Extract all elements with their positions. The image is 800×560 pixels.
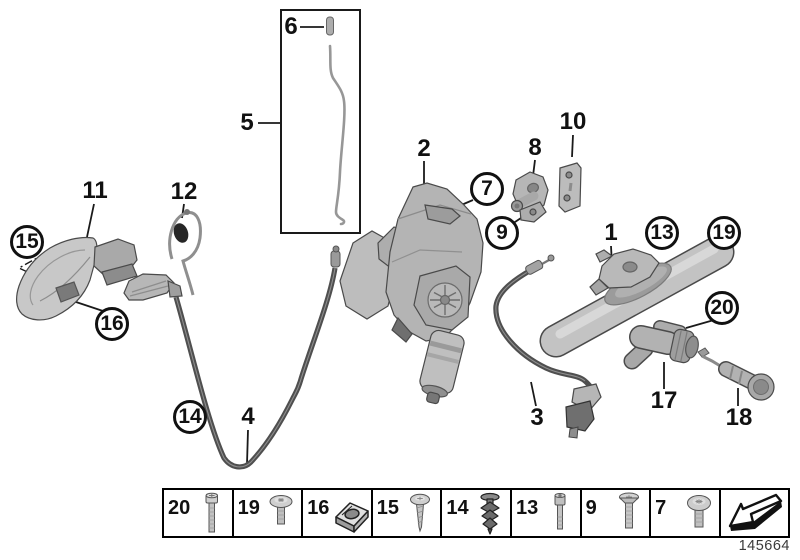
part-2-lock-actuator xyxy=(339,182,484,405)
expansion-rivet-icon xyxy=(480,492,500,535)
part-5-actuating-rod xyxy=(328,44,346,226)
fastener-number: 9 xyxy=(585,497,597,519)
fastener-number: 19 xyxy=(237,497,260,519)
part-10-striker-plate xyxy=(558,162,582,213)
fastener-number: 13 xyxy=(515,497,539,519)
callout-3[interactable]: 3 xyxy=(530,404,544,431)
fastener-cell-13[interactable]: 13 xyxy=(509,488,582,538)
callout-8[interactable]: 8 xyxy=(528,134,542,161)
machine-screw-icon xyxy=(205,492,218,533)
callout-11[interactable]: 11 xyxy=(82,177,108,204)
callout-16[interactable]: 16 xyxy=(95,307,129,341)
fastener-cell-7[interactable]: 7 xyxy=(649,488,721,538)
direction-arrow-icon xyxy=(728,493,782,531)
part-1-handle-base xyxy=(589,248,660,296)
fastener-number: 14 xyxy=(446,497,469,519)
fastener-cell-16[interactable]: 16 xyxy=(301,488,373,538)
part-8-catch-bracket xyxy=(510,171,549,223)
tapping-screw-icon xyxy=(410,493,431,533)
callout-12[interactable]: 12 xyxy=(170,178,198,205)
fastener-cell-9[interactable]: 9 xyxy=(579,488,652,538)
part-4-bowden-cable xyxy=(173,245,341,470)
fastener-number: 15 xyxy=(376,497,400,519)
callout-5[interactable]: 5 xyxy=(240,109,254,136)
fastener-cell-19[interactable]: 19 xyxy=(231,488,304,538)
callout-9[interactable]: 9 xyxy=(485,216,519,250)
callout-1[interactable]: 1 xyxy=(604,219,618,246)
part-5-frame-box xyxy=(280,9,361,234)
part-6-clip-pin xyxy=(326,16,334,36)
fastener-number: 20 xyxy=(168,497,191,519)
clip-nut-icon xyxy=(335,502,369,533)
part-11-inner-handle xyxy=(16,236,183,321)
callout-15[interactable]: 15 xyxy=(10,225,44,259)
part-12-cable-grommet xyxy=(168,209,202,296)
cap-screw-icon xyxy=(554,493,566,530)
dome-head-screw-icon xyxy=(269,495,293,525)
callout-14[interactable]: 14 xyxy=(173,400,207,434)
diagram-number: 145664 xyxy=(738,538,790,554)
pan-head-screw-icon xyxy=(686,495,711,528)
callout-4[interactable]: 4 xyxy=(241,403,255,430)
callout-18[interactable]: 18 xyxy=(725,404,753,431)
fastener-cell-15[interactable]: 15 xyxy=(370,488,443,538)
callout-19[interactable]: 19 xyxy=(707,216,741,250)
fastener-number: 16 xyxy=(307,497,330,519)
callout-7[interactable]: 7 xyxy=(470,172,504,206)
leader-lines xyxy=(17,26,739,465)
callout-10[interactable]: 10 xyxy=(559,108,587,135)
part-18-lock-cylinder xyxy=(697,347,775,401)
part-17-lock-housing xyxy=(623,320,699,370)
fastener-cell-20[interactable]: 20 xyxy=(162,488,234,538)
part-3-lock-cable xyxy=(493,254,602,439)
part-19-outer-handle xyxy=(539,235,735,358)
fastener-cell-14[interactable]: 14 xyxy=(440,488,512,538)
callout-13[interactable]: 13 xyxy=(645,216,679,250)
nav-arrow-cell[interactable] xyxy=(718,488,791,538)
fastener-strip: 20 19 16 xyxy=(162,488,791,538)
countersunk-screw-icon xyxy=(618,492,640,529)
callout-20[interactable]: 20 xyxy=(705,291,739,325)
callout-17[interactable]: 17 xyxy=(650,387,678,414)
callout-2[interactable]: 2 xyxy=(417,135,431,162)
fastener-number: 7 xyxy=(655,497,667,519)
callout-6[interactable]: 6 xyxy=(284,13,298,40)
